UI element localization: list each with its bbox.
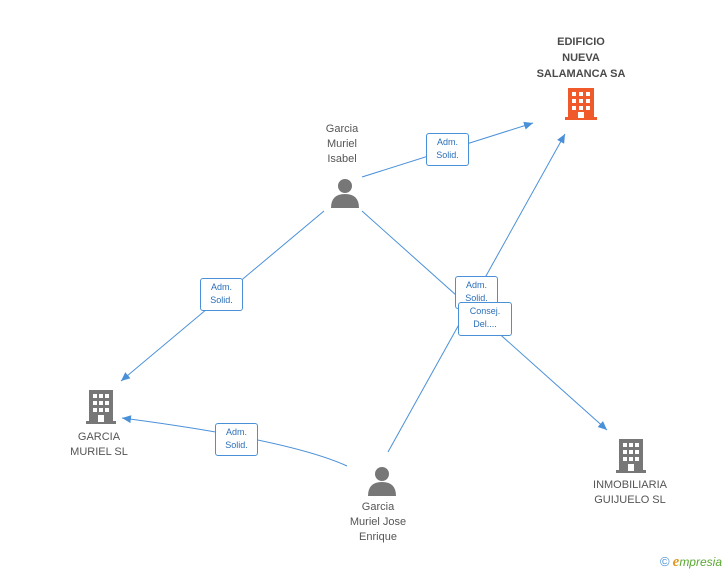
node-label-garcia-sl: GARCIA MURIEL SL xyxy=(70,431,128,458)
edge-jose-garcia-sl xyxy=(121,415,348,467)
brand-logo-letter: e xyxy=(672,554,680,570)
person-icon[interactable] xyxy=(330,178,360,208)
node-label-inmobiliaria: INMOBILIARIA GUIJUELO SL xyxy=(593,479,667,506)
brand-logo-text: mpresia xyxy=(679,555,722,569)
node-label-edificio: EDIFICIO NUEVA SALAMANCA SA xyxy=(536,36,626,80)
person-icon[interactable] xyxy=(367,466,397,496)
building-icon[interactable] xyxy=(565,86,597,120)
node-label-jose: Garcia Muriel Jose Enrique xyxy=(349,501,407,543)
edge-label-isabel-edificio[interactable]: Adm. Solid. xyxy=(426,133,469,166)
building-icon[interactable] xyxy=(615,437,647,473)
edge-label-jose-garcia-sl[interactable]: Adm. Solid. xyxy=(215,423,258,456)
edge-label-jose-edificio[interactable]: Consej. Del.... xyxy=(458,302,512,336)
node-label-isabel: Garcia Muriel Isabel xyxy=(325,123,359,165)
building-icon[interactable] xyxy=(85,388,117,424)
edge-label-isabel-garcia-sl[interactable]: Adm. Solid. xyxy=(200,278,243,311)
brand-watermark: ©empresia xyxy=(660,554,722,571)
copyright-symbol: © xyxy=(660,554,670,569)
